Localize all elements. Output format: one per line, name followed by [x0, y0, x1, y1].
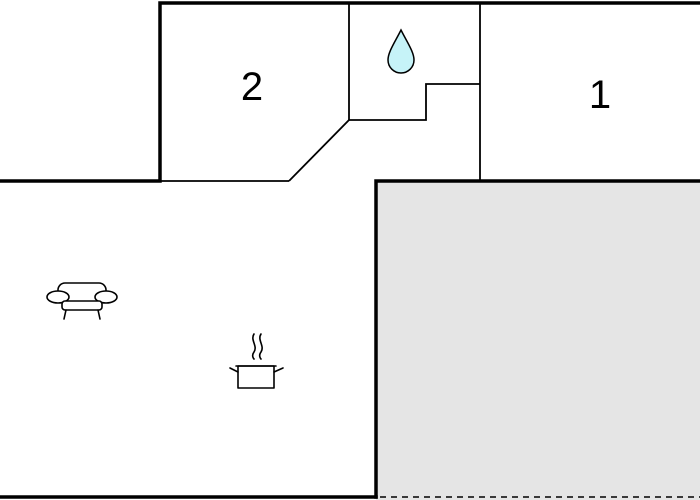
terrace-area: [376, 181, 700, 500]
water-drop-icon: [387, 28, 415, 74]
wall-terrace-edge: [374, 179, 700, 499]
cooking-pot-icon: [229, 333, 284, 389]
wall-bathroom-bottom: [349, 83, 480, 121]
wall-diagonal: [288, 119, 350, 182]
room-1-label: 1: [589, 73, 611, 117]
interior-walls: [160, 3, 481, 182]
wall-upper-left: [0, 1, 700, 183]
sofa-icon: [46, 282, 118, 320]
room-2-label: 2: [241, 65, 263, 109]
